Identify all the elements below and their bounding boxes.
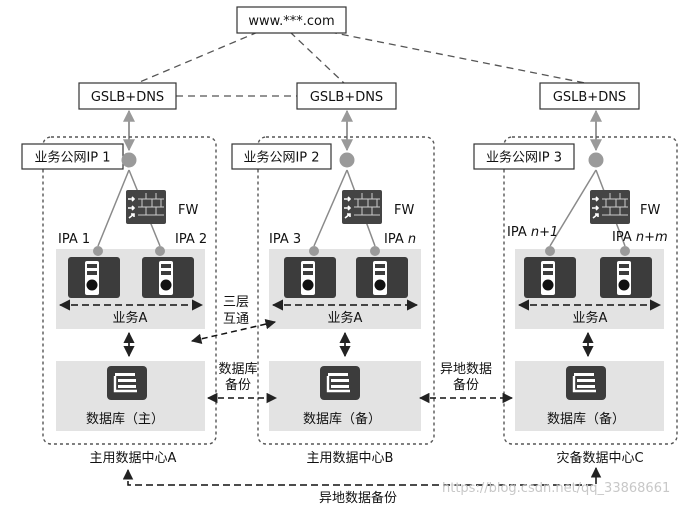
- datacenter-name-a: 主用数据中心A: [90, 451, 177, 466]
- gslb-to-dc-arrows: [123, 109, 602, 152]
- gslb-label-c: GSLB+DNS: [553, 90, 626, 105]
- ipa-right-label-b: IPA n: [384, 232, 416, 247]
- business-label-b: 业务A: [328, 310, 363, 326]
- bottom-remote-backup-link: 异地数据备份: [122, 466, 602, 506]
- ipa-right-label-a: IPA 2: [175, 232, 207, 247]
- server-icon: [600, 257, 652, 298]
- server-icon: [284, 257, 336, 298]
- datacenter-name-b: 主用数据中心B: [307, 451, 394, 466]
- public-ip-box-b: [231, 143, 332, 170]
- datacenter-c: 业务公网IP 3 FW IPA n+1 IPA n+m: [473, 143, 668, 466]
- fw-label-c: FW: [640, 203, 660, 218]
- gslb-node-b: GSLB+DNS: [296, 82, 397, 110]
- database-label-b: 数据库（备）: [303, 411, 381, 427]
- server-icon: [524, 257, 576, 298]
- gslb-node-a: GSLB+DNS: [78, 82, 177, 110]
- db-backup-label-line1: 数据库: [218, 361, 257, 377]
- root-domain-label: www.***.com: [248, 14, 334, 29]
- gslb-node-c: GSLB+DNS: [539, 82, 640, 110]
- remote-backup-label-line2: 备份: [453, 377, 479, 393]
- gslb-label-b: GSLB+DNS: [310, 90, 383, 105]
- public-ip-label-a: 业务公网IP 1: [34, 150, 110, 166]
- firewall-icon: [342, 190, 382, 224]
- datacenter-a-frame: [42, 136, 217, 445]
- firewall-icon: [126, 190, 166, 224]
- public-ip-node-c: [588, 152, 604, 168]
- layer3-label-line2: 互通: [223, 312, 249, 327]
- public-ip-node-b: [339, 152, 355, 168]
- server-icon: [142, 257, 194, 298]
- watermark: https://blog.csdn.net/qq_33868661: [442, 481, 670, 496]
- public-ip-node-a: [121, 152, 137, 168]
- ipa-left-label-c: IPA n+1: [507, 225, 558, 240]
- ipa-left-label-b: IPA 3: [269, 232, 301, 247]
- datacenter-b: 业务公网IP 2 FW IPA 3 IPA n: [231, 143, 421, 466]
- datacenter-name-c: 灾备数据中心C: [556, 450, 643, 466]
- bottom-backup-label: 异地数据备份: [319, 490, 397, 506]
- database-label-a: 数据库（主）: [86, 411, 164, 427]
- server-icon: [68, 257, 120, 298]
- remote-backup-label-line1: 异地数据: [440, 362, 492, 377]
- remote-backup-link: 异地数据 备份: [418, 362, 514, 404]
- ipa-right-label-c: IPA n+m: [612, 230, 668, 245]
- fw-label-b: FW: [394, 203, 414, 218]
- datacenter-c-frame: [503, 136, 678, 445]
- layer3-label-line1: 三层: [223, 295, 249, 310]
- ipa-left-label-a: IPA 1: [58, 232, 90, 247]
- root-domain-node: www.***.com: [236, 6, 347, 34]
- gslb-label-a: GSLB+DNS: [91, 90, 164, 105]
- root-connections: [134, 31, 591, 97]
- database-label-c: 数据库（备）: [547, 411, 625, 427]
- datacenter-a: 业务公网IP 1 FW IPA 1 IPA 2: [21, 143, 207, 466]
- business-label-a: 业务A: [113, 310, 148, 326]
- firewall-icon: [590, 190, 630, 224]
- db-backup-label-line2: 备份: [225, 377, 251, 393]
- database-icon: [320, 366, 360, 400]
- db-backup-link: 数据库 备份: [206, 361, 278, 404]
- public-ip-label-c: 业务公网IP 3: [486, 150, 562, 166]
- server-icon: [356, 257, 408, 298]
- fw-label-a: FW: [178, 203, 198, 218]
- database-icon: [566, 366, 606, 400]
- database-icon: [107, 366, 147, 400]
- layer3-link: 三层 互通: [190, 295, 277, 345]
- public-ip-label-b: 业务公网IP 2: [243, 150, 319, 166]
- business-label-c: 业务A: [573, 310, 608, 326]
- public-ip-box-c: [473, 143, 575, 170]
- datacenter-b-frame: [257, 136, 435, 445]
- public-ip-box-a: [21, 143, 124, 170]
